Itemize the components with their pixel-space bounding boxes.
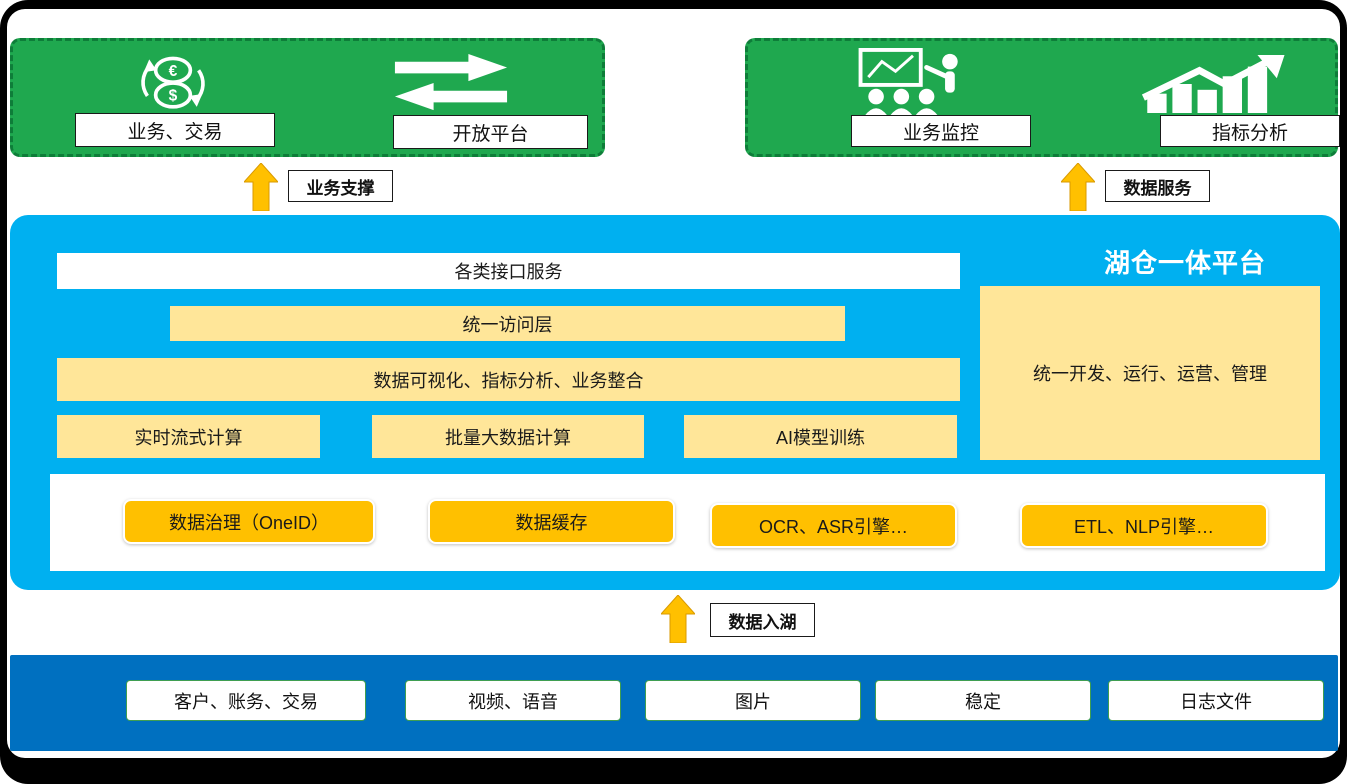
data-sources-bar: 客户、账务、交易 视频、语音 图片 稳定 日志文件 [10,655,1338,751]
monitoring-presentation-icon [848,47,978,117]
business-support-label-text: 业务支撑 [306,178,375,198]
source-video-audio: 视频、语音 [405,680,621,721]
source-customer-account-trade: 客户、账务、交易 [126,680,366,721]
source-log-files: 日志文件 [1108,680,1324,721]
business-monitor-label-text: 业务监控 [902,122,979,144]
lakehouse-platform-box: 湖仓一体平台 各类接口服务 统一访问层 数据可视化、指标分析、业务整合 实时流式… [10,215,1340,590]
business-trade-label-text: 业务、交易 [127,121,223,143]
up-arrow-data-service-icon [1061,163,1095,211]
ocr-asr-engine-text: OCR、ASR引擎… [758,516,908,537]
unified-access-layer-text: 统一访问层 [462,314,553,335]
data-cache-text: 数据缓存 [515,512,588,533]
source-stable-text: 稳定 [965,691,1001,712]
currency-exchange-icon: € $ [118,51,228,117]
up-arrow-business-support-icon [244,163,278,211]
source-images-text: 图片 [735,691,771,712]
business-monitor-label: 业务监控 [851,115,1031,147]
metric-analysis-label: 指标分析 [1160,115,1340,147]
data-governance-oneid-box: 数据治理（OneID） [123,499,375,544]
batch-bigdata-compute-box: 批量大数据计算 [372,415,644,458]
data-into-lake-label-text: 数据入湖 [728,612,797,632]
etl-nlp-engine-box: ETL、NLP引擎… [1020,503,1268,548]
visualization-analysis-bar: 数据可视化、指标分析、业务整合 [57,358,960,401]
ocr-asr-engine-box: OCR、ASR引擎… [710,503,957,548]
ai-model-training-text: AI模型训练 [775,427,865,448]
business-support-label: 业务支撑 [288,170,393,202]
source-video-audio-text: 视频、语音 [468,691,558,712]
business-trade-label: 业务、交易 [75,113,275,147]
svg-text:$: $ [169,87,178,104]
data-governance-oneid-text: 数据治理（OneID） [168,512,330,533]
lakehouse-platform-title: 湖仓一体平台 [1103,248,1266,278]
interface-services-bar: 各类接口服务 [57,253,960,289]
interface-services-text: 各类接口服务 [454,262,563,282]
analytics-growth-icon [1133,53,1293,115]
batch-bigdata-compute-text: 批量大数据计算 [445,427,571,448]
source-log-files-text: 日志文件 [1180,691,1252,712]
data-service-label: 数据服务 [1105,170,1210,202]
source-stable: 稳定 [875,680,1091,721]
engine-strip: 数据治理（OneID） 数据缓存 OCR、ASR引擎… ETL、NLP引擎… [50,474,1325,571]
ai-model-training-box: AI模型训练 [684,415,957,458]
open-platform-label-text: 开放平台 [452,123,529,145]
streaming-compute-box: 实时流式计算 [57,415,320,458]
up-arrow-data-into-lake-icon [661,595,695,643]
business-trade-group: € $ 业务、交易 开放平台 [10,38,605,157]
monitor-analysis-group: 业务监控 指标分析 [745,38,1340,157]
metric-analysis-label-text: 指标分析 [1211,122,1288,144]
open-platform-label: 开放平台 [393,115,588,149]
unified-access-layer-bar: 统一访问层 [170,306,845,341]
unified-ops-box: 统一开发、运行、运营、管理 [980,286,1320,460]
etl-nlp-engine-text: ETL、NLP引擎… [1073,516,1215,537]
data-cache-box: 数据缓存 [428,499,675,544]
transfer-arrows-icon [388,53,513,113]
source-customer-account-trade-text: 客户、账务、交易 [174,691,318,712]
source-images: 图片 [645,680,861,721]
svg-text:€: € [169,63,178,80]
unified-ops-text: 统一开发、运行、运营、管理 [1033,364,1267,384]
data-into-lake-label: 数据入湖 [710,603,815,637]
data-service-label-text: 数据服务 [1123,178,1192,198]
visualization-analysis-text: 数据可视化、指标分析、业务整合 [373,370,644,391]
streaming-compute-text: 实时流式计算 [134,427,243,448]
